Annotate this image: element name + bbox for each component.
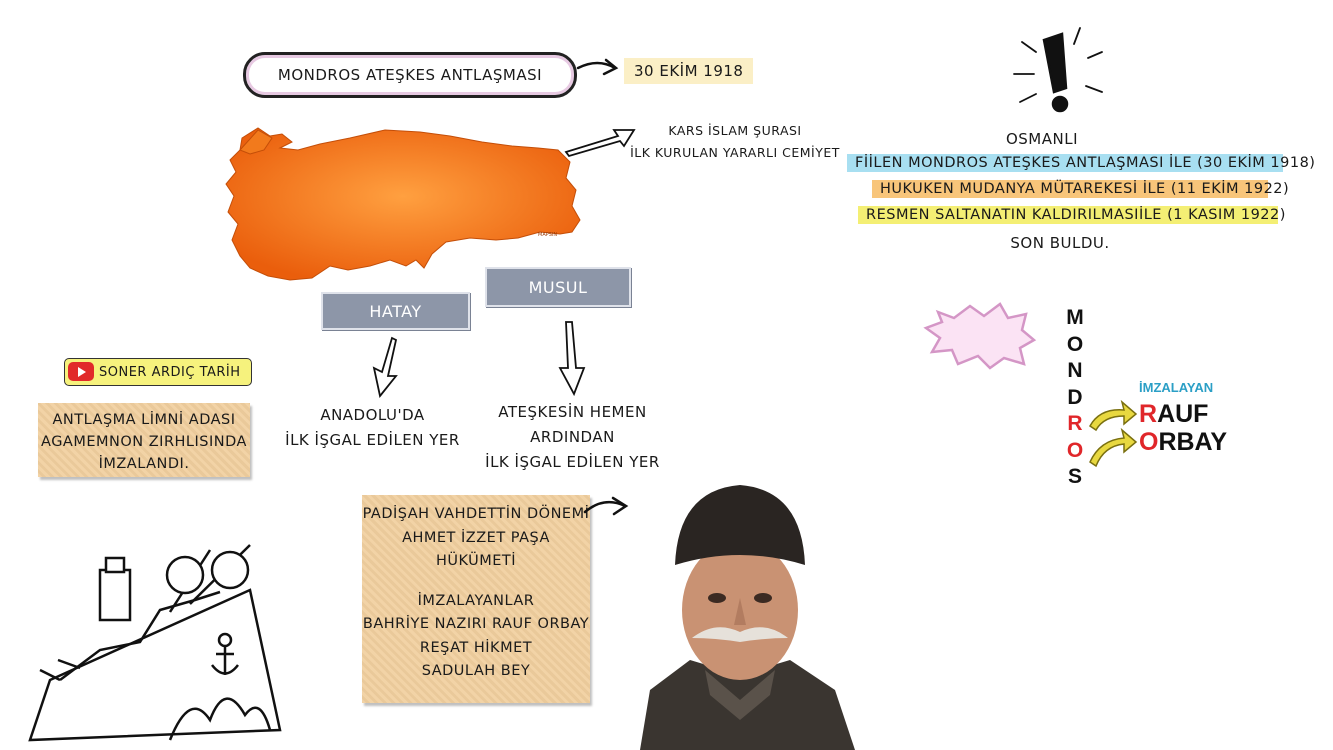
osmanli-line-hukuken: HUKUKEN MUDANYA MÜTAREKESİ İLE (11 EKİM … — [872, 180, 1289, 198]
musul-note: ATEŞKESİN HEMEN ARDINDAN İLK İŞGAL EDİLE… — [460, 400, 685, 475]
mondros-letter-n: N — [1067, 359, 1083, 382]
youtube-icon — [68, 362, 94, 381]
limni-line-2: AGAMEMNON ZIRHLISINDA — [41, 434, 247, 450]
padisah-line-6: SADULAH BEY — [421, 663, 531, 679]
osmanli-line-fiilen: FİİLEN MONDROS ATEŞKES ANTLAŞMASI İLE (3… — [847, 154, 1315, 172]
thrace-shape — [239, 129, 273, 155]
orbay-first-letter: O — [1139, 428, 1159, 456]
musul-tag: MUSUL — [485, 267, 631, 307]
arrow-hatay-down-icon — [372, 336, 398, 399]
limni-note: ANTLAŞMA LİMNİ ADASI AGAMEMNON ZIRHLISIN… — [38, 403, 250, 477]
kars-note: KARS İSLAM ŞURASI İLK KURULAN YARARLI CE… — [630, 120, 840, 164]
osmanli-line-resmen: RESMEN SALTANATIN KALDIRILMASIİLE (1 KAS… — [858, 206, 1285, 224]
mondros-letter-o: O — [1066, 332, 1084, 356]
turkey-shape — [225, 127, 581, 281]
battleship-drawing — [28, 544, 282, 742]
padisah-note: PADİŞAH VAHDETTİN DÖNEMİ AHMET İZZET PAŞ… — [362, 495, 590, 703]
padisah-line-5: REŞAT HİKMET — [419, 639, 533, 656]
portrait-nose — [734, 598, 746, 625]
ship-gun-2 — [57, 658, 81, 670]
hatay-note-line-2: İLK İŞGAL EDİLEN YER — [285, 431, 460, 449]
ship-waves — [168, 697, 272, 741]
map-watermark: MAPSIN — [538, 232, 557, 238]
signer-label: İMZALAYAN — [1139, 380, 1214, 395]
musul-label: MUSUL — [528, 277, 588, 297]
portrait-mustache — [692, 627, 788, 642]
mondros-letter-o2: O — [1066, 438, 1084, 462]
mondros-letter-m: M — [1066, 306, 1084, 329]
channel-badge[interactable]: SONER ARDIÇ TARİH — [64, 358, 252, 386]
osmanli-end: SON BULDU. — [1010, 234, 1110, 252]
kars-line-1: KARS İSLAM ŞURASI — [668, 123, 802, 138]
rauf-word: RAUF — [1139, 400, 1208, 429]
title-text: MONDROS ATEŞKES ANTLAŞMASI — [277, 66, 543, 84]
arrow-musul-down-icon — [558, 321, 586, 397]
turkey-map: MAPSIN — [225, 127, 581, 281]
rauf-first-letter: R — [1139, 400, 1158, 428]
arrow-title-to-date-icon — [576, 58, 619, 76]
musul-note-line-2: İLK İŞGAL EDİLEN YER — [485, 453, 660, 471]
padisah-line-2: AHMET İZZET PAŞA HÜKÜMETİ — [402, 529, 550, 570]
title-pill: MONDROS ATEŞKES ANTLAŞMASI — [243, 52, 577, 98]
mondros-letter-d: D — [1067, 385, 1083, 409]
dikkat-label: DİKKAT — [953, 326, 1007, 342]
ship-tower-top — [104, 556, 126, 574]
arrow-mnemonic-rauf-icon — [1089, 399, 1138, 468]
portrait-eye-left — [708, 593, 726, 603]
anchor-icon — [211, 632, 239, 675]
orbay-word: ORBAY — [1139, 428, 1227, 457]
mondros-letter-r: R — [1067, 412, 1083, 435]
hatay-note-line-1: ANADOLU'DA — [320, 406, 425, 424]
ship-smoke-2 — [210, 550, 250, 590]
portrait-eye-right — [754, 593, 772, 603]
hatay-tag: HATAY — [321, 292, 470, 330]
hatay-label: HATAY — [369, 301, 422, 321]
ship-hull — [28, 588, 282, 742]
limni-line-1: ANTLAŞMA LİMNİ ADASI — [52, 412, 236, 428]
orbay-rest: RBAY — [1158, 428, 1227, 456]
pasha-portrait — [640, 485, 855, 750]
date-label: 30 EKİM 1918 — [624, 58, 754, 84]
osmanli-title: OSMANLI — [1005, 130, 1079, 148]
ship-gun-1 — [39, 668, 61, 682]
rauf-rest: AUF — [1157, 400, 1209, 428]
padisah-line-4: BAHRİYE NAZIRI RAUF ORBAY — [362, 616, 590, 632]
mondros-letter-s: S — [1067, 465, 1082, 488]
ship-deck — [59, 590, 221, 681]
ship-tower — [98, 568, 132, 622]
portrait-fez — [675, 485, 805, 565]
exclamation-icon — [1013, 27, 1103, 113]
kars-line-2: İLK KURULAN YARARLI CEMİYET — [630, 145, 840, 160]
musul-note-line-1: ATEŞKESİN HEMEN ARDINDAN — [498, 403, 647, 446]
hatay-note: ANADOLU'DA İLK İŞGAL EDİLEN YER — [280, 403, 465, 453]
padisah-line-1: PADİŞAH VAHDETTİN DÖNEMİ — [362, 506, 590, 522]
ship-smoke-1 — [165, 555, 205, 595]
limni-line-3: İMZALANDI. — [98, 456, 190, 472]
mondros-vertical: M O N D R O S — [1064, 305, 1086, 491]
channel-name: SONER ARDIÇ TARİH — [99, 364, 241, 380]
portrait-collar — [705, 670, 775, 720]
padisah-line-3: İMZALAYANLAR — [417, 592, 535, 609]
